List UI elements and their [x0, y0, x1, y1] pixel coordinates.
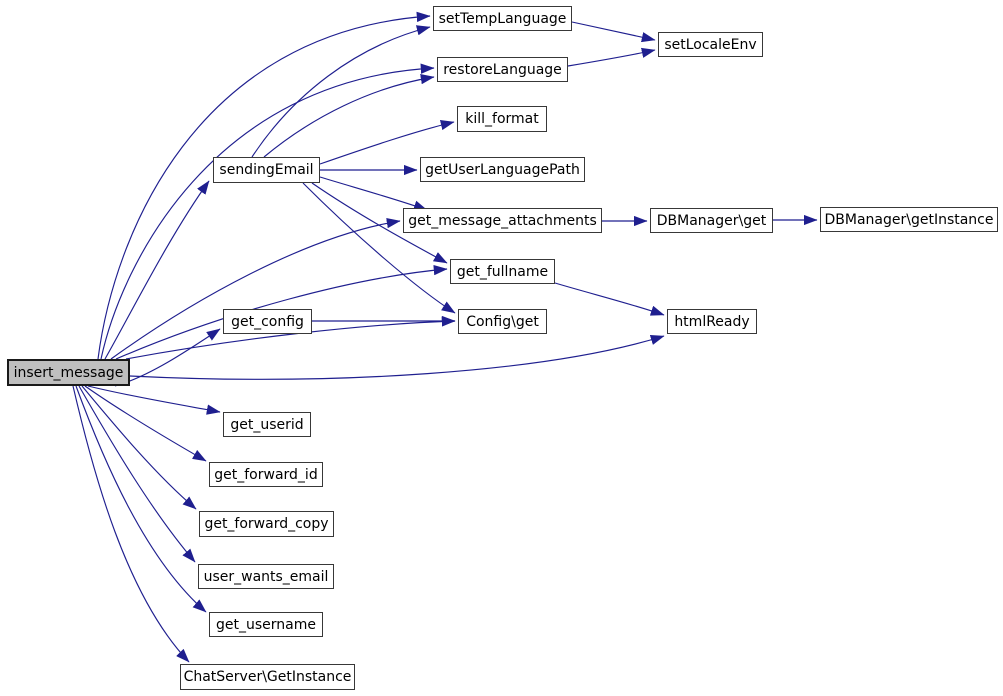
node-html-ready[interactable]: htmlReady	[667, 309, 757, 334]
node-get-userid[interactable]: get_userid	[223, 412, 311, 437]
node-sending-email[interactable]: sendingEmail	[213, 157, 320, 183]
edge-sendingEmail-to-get_message_attachments	[319, 176, 428, 211]
edge-insert_message-to-get_fullname	[115, 264, 448, 360]
edge-sendingEmail-to-restoreLanguage	[263, 74, 435, 158]
edge-sendingEmail-to-get_fullname	[311, 182, 448, 264]
edge-sendingEmail-to-kill_format	[319, 120, 455, 165]
node-get-forward-id[interactable]: get_forward_id	[209, 462, 323, 487]
node-chatserver-get-instance[interactable]: ChatServer\GetInstance	[180, 664, 355, 690]
edge-insert_message-to-get_userid	[87, 385, 221, 415]
node-get-forward-copy[interactable]: get_forward_copy	[199, 511, 334, 537]
node-get-config[interactable]: get_config	[223, 309, 312, 334]
node-set-temp-language[interactable]: setTempLanguage	[433, 6, 572, 31]
edge-insert_message-to-restoreLanguage	[100, 63, 435, 360]
node-user-wants-email[interactable]: user_wants_email	[198, 564, 334, 589]
edge-insert_message-to-get_forward_id	[84, 385, 207, 462]
edge-insert_message-to-htmlReady	[129, 334, 665, 380]
node-dbmanager-get[interactable]: DBManager\get	[650, 208, 773, 233]
edge-insert_message-to-get_username	[75, 385, 207, 613]
edge-insert_message-to-setTempLanguage	[97, 11, 431, 360]
node-config-get[interactable]: Config\get	[458, 309, 547, 334]
edge-insert_message-to-get_forward_copy	[81, 385, 197, 510]
edge-sendingEmail-to-Config_get	[302, 182, 456, 314]
node-restore-language[interactable]: restoreLanguage	[437, 57, 568, 82]
edge-sendingEmail-to-setTempLanguage	[251, 25, 431, 158]
node-dbmanager-get-instance[interactable]: DBManager\getInstance	[820, 207, 998, 232]
edge-insert_message-to-ChatServer_GetInstance	[72, 385, 190, 663]
edge-insert_message-to-user_wants_email	[78, 385, 196, 563]
node-get-message-attachments[interactable]: get_message_attachments	[403, 208, 602, 233]
edge-insert_message-to-sendingEmail	[104, 180, 210, 360]
edge-restoreLanguage-to-setLocaleEnv	[567, 47, 656, 67]
node-get-user-language-path[interactable]: getUserLanguagePath	[420, 157, 585, 182]
node-get-username[interactable]: get_username	[209, 612, 323, 637]
node-insert-message[interactable]: insert_message	[7, 359, 130, 386]
node-kill-format[interactable]: kill_format	[457, 106, 547, 132]
edge-get_fullname-to-htmlReady	[554, 282, 665, 316]
node-set-locale-env[interactable]: setLocaleEnv	[658, 32, 763, 57]
node-get-fullname[interactable]: get_fullname	[450, 259, 555, 284]
edge-setTempLanguage-to-setLocaleEnv	[571, 21, 656, 43]
edge-insert_message-to-get_message_attachments	[110, 217, 401, 360]
